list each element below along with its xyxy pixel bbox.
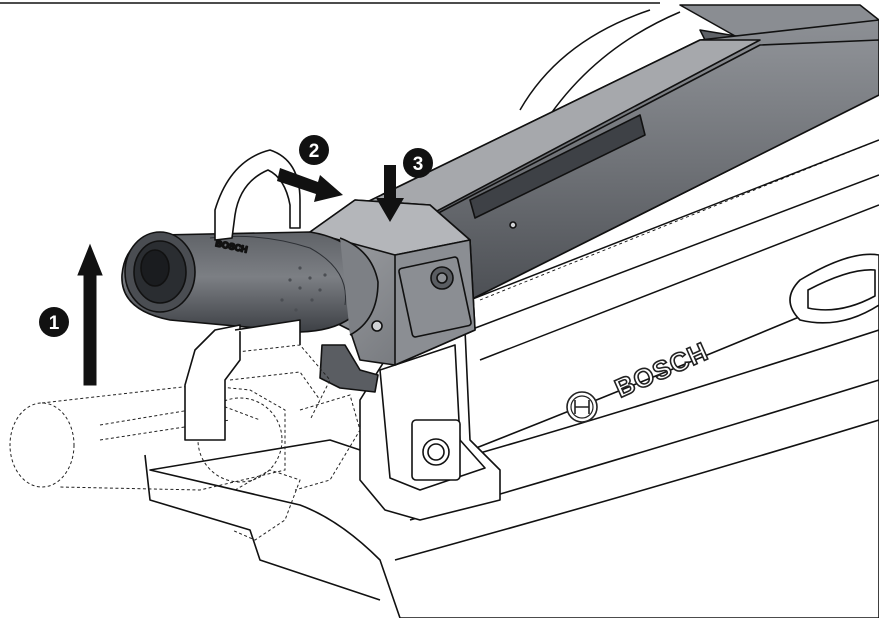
- step-1-arrow: [77, 243, 103, 386]
- step-3-badge: 3: [403, 148, 433, 178]
- svg-text:1: 1: [49, 313, 60, 334]
- arm-rivet-icon: [509, 221, 517, 229]
- support-post: [359, 329, 501, 521]
- step-3-arrow: [376, 165, 404, 222]
- handle-bracket: [184, 149, 301, 441]
- handle-grip: BOSCH: [121, 231, 379, 336]
- svg-text:2: 2: [309, 141, 320, 162]
- step-2-badge: 2: [299, 135, 329, 165]
- base-slot: [789, 253, 879, 324]
- post-bolt-icon: [422, 438, 450, 466]
- grip-texture: [280, 266, 327, 312]
- step-2-arrow: [277, 168, 343, 202]
- screw-icon: [371, 320, 383, 332]
- svg-text:3: 3: [413, 154, 424, 175]
- step-1-badge: 1: [39, 307, 69, 337]
- release-lever: [319, 344, 379, 393]
- saw-arm: [329, 19, 879, 301]
